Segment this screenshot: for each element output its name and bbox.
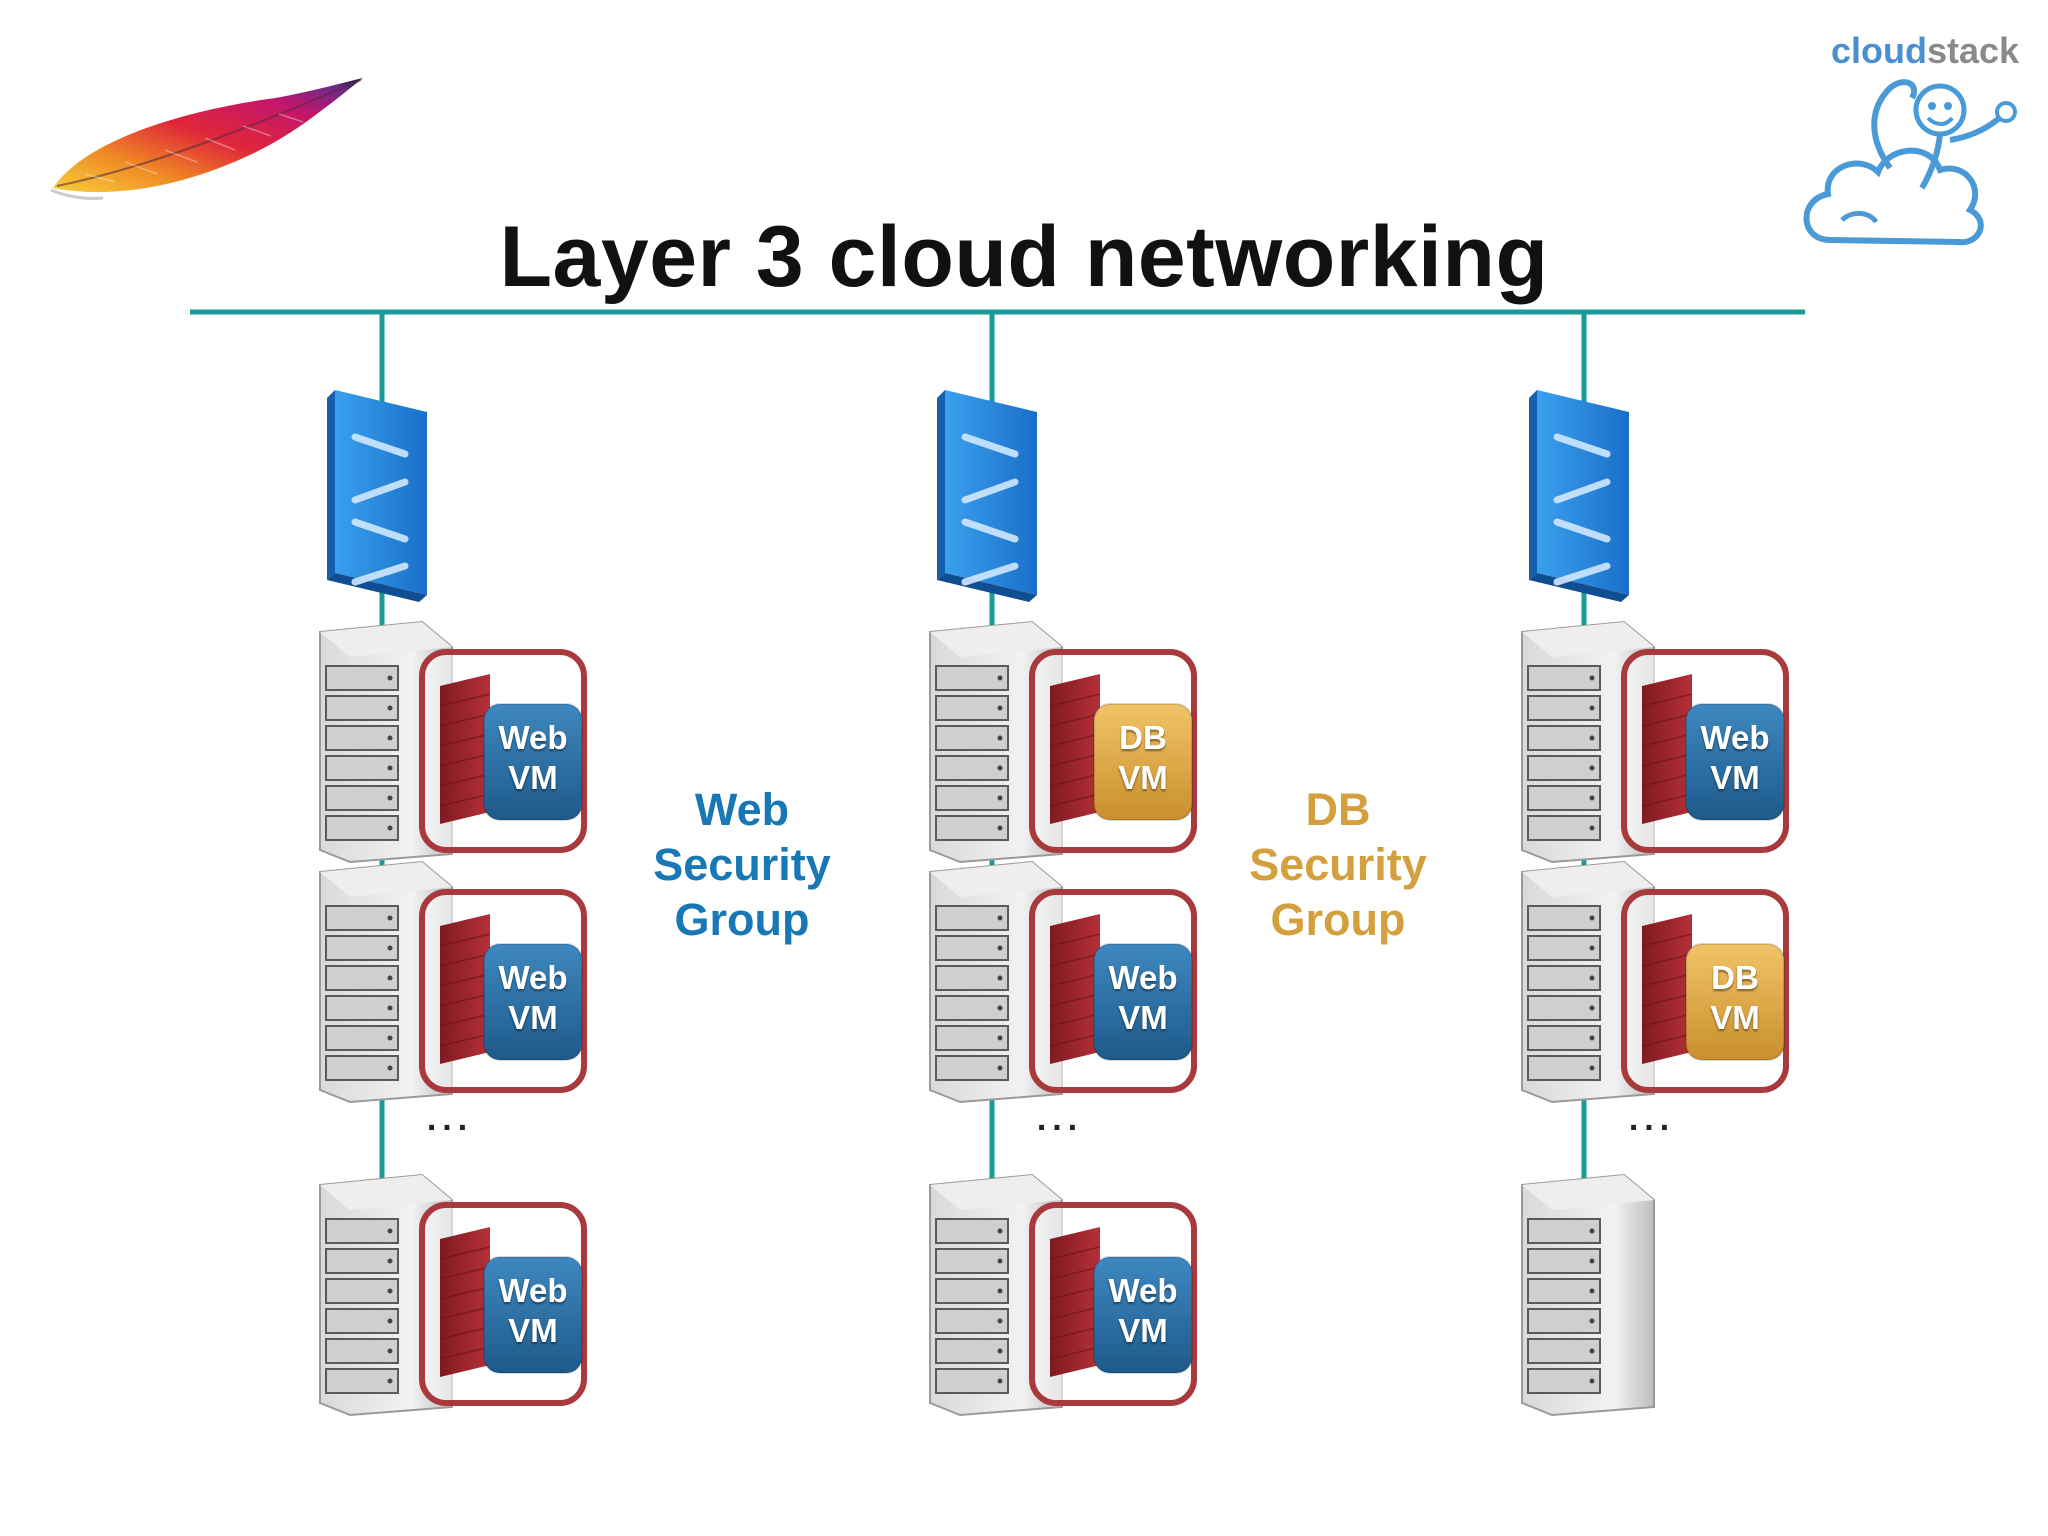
web-vm-icon bbox=[1093, 943, 1193, 1061]
firewall-icon bbox=[1641, 914, 1693, 1064]
web-vm-icon bbox=[1685, 703, 1785, 821]
db-group-line3: Group bbox=[1270, 894, 1406, 945]
apache-feather-icon bbox=[50, 78, 363, 200]
vm-security-frame bbox=[1029, 1202, 1197, 1406]
db-vm-icon bbox=[1093, 703, 1193, 821]
db-security-group-label: DB Security Group bbox=[1218, 782, 1458, 947]
web-vm-label-line2: VM bbox=[508, 1312, 558, 1349]
web-vm-label-line2: VM bbox=[1118, 999, 1168, 1036]
vm-security-frame bbox=[1621, 649, 1789, 853]
firewall-icon bbox=[439, 914, 491, 1064]
web-vm-label-line1: Web bbox=[498, 719, 568, 756]
firewall-icon bbox=[1641, 674, 1693, 824]
vm-security-frame bbox=[419, 649, 587, 853]
cloudstack-wordmark: cloudstack bbox=[1830, 30, 2020, 71]
web-vm-label-line2: VM bbox=[1710, 759, 1760, 796]
web-vm-icon bbox=[1093, 1256, 1193, 1374]
web-vm-label-line1: Web bbox=[1108, 959, 1178, 996]
firewall-icon bbox=[1049, 1227, 1101, 1377]
server-rack-icon bbox=[1521, 1173, 1655, 1417]
web-group-line2: Security bbox=[653, 839, 831, 890]
more-hosts-ellipsis: ... bbox=[1036, 1100, 1084, 1138]
vm-security-frame bbox=[419, 1202, 587, 1406]
db-vm-icon bbox=[1685, 943, 1785, 1061]
db-vm-label-line1: DB bbox=[1711, 959, 1759, 996]
web-vm-label-line2: VM bbox=[508, 999, 558, 1036]
web-vm-label-line1: Web bbox=[1108, 1272, 1178, 1309]
db-group-line1: DB bbox=[1305, 784, 1371, 835]
db-vm-label-line2: VM bbox=[1710, 999, 1760, 1036]
firewall-icon bbox=[1049, 914, 1101, 1064]
network-switch-icon bbox=[327, 390, 427, 602]
web-vm-icon bbox=[483, 703, 583, 821]
db-group-line2: Security bbox=[1249, 839, 1427, 890]
more-hosts-ellipsis: ... bbox=[1628, 1100, 1676, 1138]
web-vm-label-line1: Web bbox=[498, 1272, 568, 1309]
more-hosts-ellipsis: ... bbox=[426, 1100, 474, 1138]
firewall-icon bbox=[439, 1227, 491, 1377]
web-vm-icon bbox=[483, 1256, 583, 1374]
network-switch-icon bbox=[937, 390, 1037, 602]
network-switch-icon bbox=[1529, 390, 1629, 602]
page-title: Layer 3 cloud networking bbox=[499, 209, 1549, 305]
web-vm-icon bbox=[483, 943, 583, 1061]
vm-security-frame bbox=[1029, 889, 1197, 1093]
web-security-group-label: Web Security Group bbox=[622, 782, 862, 947]
vm-security-frame bbox=[1621, 889, 1789, 1093]
web-group-line3: Group bbox=[674, 894, 810, 945]
firewall-icon bbox=[1049, 674, 1101, 824]
web-vm-label-line1: Web bbox=[1700, 719, 1770, 756]
web-vm-label-line1: Web bbox=[498, 959, 568, 996]
db-vm-label-line1: DB bbox=[1119, 719, 1167, 756]
web-vm-label-line2: VM bbox=[1118, 1312, 1168, 1349]
firewall-icon bbox=[439, 674, 491, 824]
web-vm-label-line2: VM bbox=[508, 759, 558, 796]
cloudstack-monkey-icon bbox=[1803, 79, 2017, 246]
vm-security-frame bbox=[419, 889, 587, 1093]
db-vm-label-line2: VM bbox=[1118, 759, 1168, 796]
web-group-line1: Web bbox=[694, 784, 790, 835]
vm-security-frame bbox=[1029, 649, 1197, 853]
